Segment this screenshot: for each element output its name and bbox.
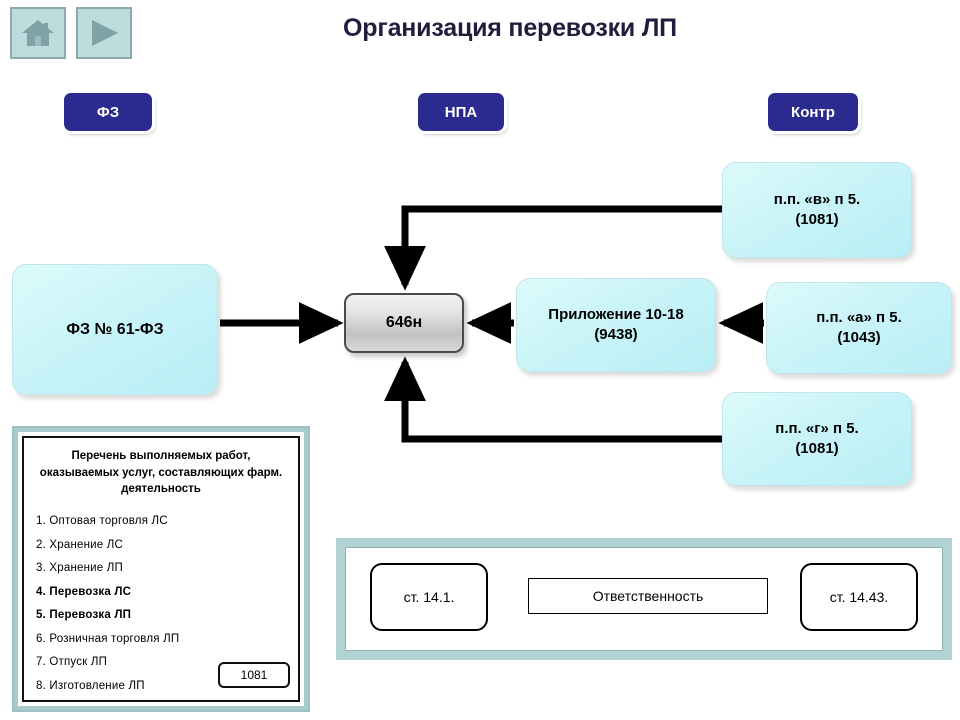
responsibility-article-right[interactable]: ст. 14.43. <box>800 563 918 631</box>
works-list-item: 6. Розничная торговля ЛП <box>36 632 180 645</box>
diagram-box-prilozhenie-line1: Приложение 10-18 <box>548 305 684 323</box>
arrow-pv-to-646 <box>384 205 722 291</box>
home-button[interactable] <box>10 7 66 59</box>
works-list-item: 1. Оптовая торговля ЛС <box>36 515 168 528</box>
works-list-item: 4. Перевозка ЛС <box>36 585 132 598</box>
diagram-box-prilozhenie[interactable]: Приложение 10-18 (9438) <box>516 278 716 372</box>
works-list-title: Перечень выполняемых работ, оказываемых … <box>39 450 283 496</box>
responsibility-panel: ст. 14.1. Ответственность ст. 14.43. <box>336 538 952 660</box>
diagram-box-pv-line1: п.п. «в» п 5. <box>773 190 861 208</box>
home-icon <box>22 20 54 46</box>
diagram-box-pa-line2: (1043) <box>837 329 881 346</box>
category-button-kontr[interactable]: Контр <box>768 93 858 131</box>
diagram-box-pa-text: п.п. «а» п 5. (1043) <box>816 308 902 349</box>
diagram-box-pg-line1: п.п. «г» п 5. <box>775 419 859 437</box>
responsibility-panel-inner: ст. 14.1. Ответственность ст. 14.43. <box>345 547 943 651</box>
diagram-box-fz61-label: ФЗ № 61-ФЗ <box>66 320 164 338</box>
diagram-box-fz61[interactable]: ФЗ № 61-ФЗ <box>12 264 218 395</box>
next-button[interactable] <box>76 7 132 59</box>
works-list: 1. Оптовая торговля ЛС 2. Хранение ЛС 3. Х… <box>36 516 286 692</box>
arrow-pg-to-646 <box>384 356 722 443</box>
works-list-item: 5. Перевозка ЛП <box>36 609 132 622</box>
diagram-box-pa-line1: п.п. «а» п 5. <box>816 308 902 326</box>
diagram-box-pv-line2: (1081) <box>795 211 839 228</box>
works-list-item: 3. Хранение ЛП <box>36 562 123 575</box>
responsibility-label: Ответственность <box>528 578 768 614</box>
diagram-box-pv[interactable]: п.п. «в» п 5. (1081) <box>722 162 912 258</box>
diagram-box-prilozhenie-line2: (9438) <box>594 326 638 343</box>
works-list-panel: Перечень выполняемых работ, оказываемых … <box>12 426 310 712</box>
diagram-box-pg[interactable]: п.п. «г» п 5. (1081) <box>722 392 912 486</box>
works-list-badge: 1081 <box>218 662 290 688</box>
category-button-npa[interactable]: НПА <box>418 93 504 131</box>
category-button-fz[interactable]: ФЗ <box>64 93 152 131</box>
diagram-box-pv-text: п.п. «в» п 5. (1081) <box>774 190 860 231</box>
works-list-item: 7. Отпуск ЛП <box>36 656 108 669</box>
diagram-box-646n[interactable]: 646н <box>344 293 464 353</box>
diagram-box-prilozhenie-text: Приложение 10-18 (9438) <box>548 305 683 346</box>
works-list-inner: Перечень выполняемых работ, оказываемых … <box>22 436 300 702</box>
works-list-item: 8. Изготовление ЛП <box>36 679 145 692</box>
works-list-item: 2. Хранение ЛС <box>36 538 124 551</box>
diagram-box-pa[interactable]: п.п. «а» п 5. (1043) <box>766 282 952 374</box>
responsibility-article-left[interactable]: ст. 14.1. <box>370 563 488 631</box>
play-icon <box>92 20 118 46</box>
diagram-box-pg-text: п.п. «г» п 5. (1081) <box>775 419 858 460</box>
diagram-box-pg-line2: (1081) <box>795 440 839 457</box>
page-title: Организация перевозки ЛП <box>343 14 677 42</box>
diagram-box-646n-label: 646н <box>385 314 423 331</box>
